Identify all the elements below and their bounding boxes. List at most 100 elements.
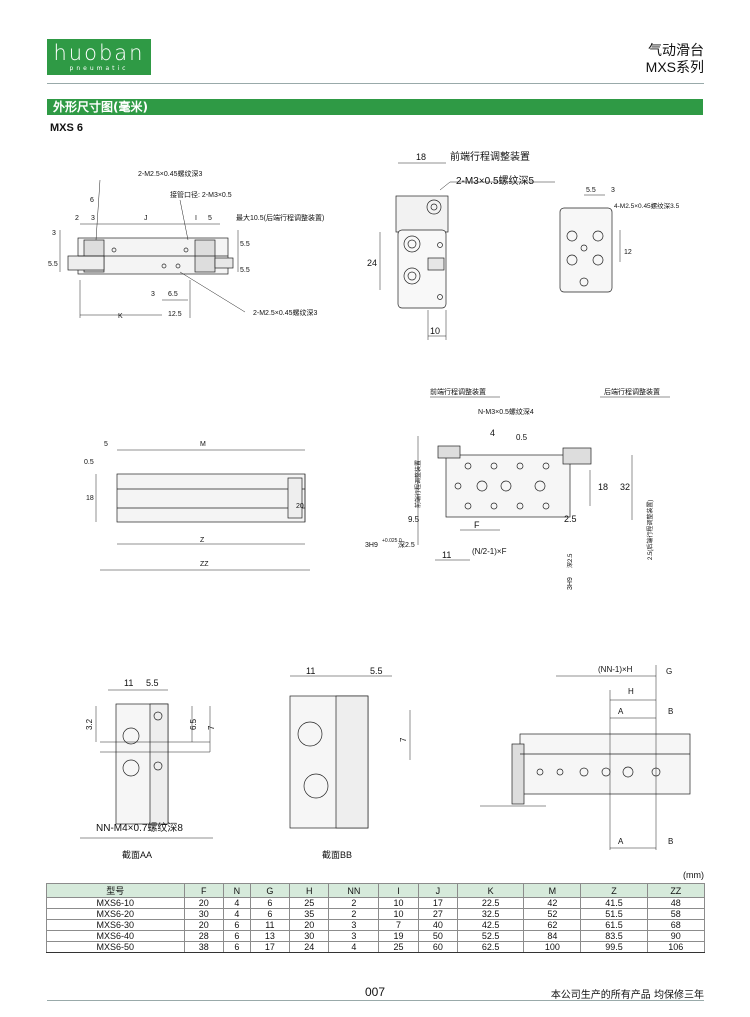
brand-tagline: pneumatic [69, 65, 129, 72]
dim-12: 12 [624, 249, 632, 256]
dim-aa-5-5: 5.5 [146, 678, 159, 688]
dim-a-bottom: A [618, 837, 624, 846]
dim-11: 11 [442, 550, 451, 560]
label-hole2-depth: 深2.5 [566, 553, 574, 568]
label-maxadj: 最大10.5(后端行程调整装置) [236, 213, 324, 222]
col-zz: ZZ [646, 883, 706, 898]
label-hole2: 3H9 [567, 577, 574, 590]
dim-aa-3-2: 3.2 [85, 718, 94, 730]
dim-m: M [200, 441, 206, 448]
dim-bb-11: 11 [306, 666, 315, 676]
table-cell: 2 [328, 908, 380, 920]
table-cell: 32.5 [457, 908, 525, 920]
table-cell: 48 [646, 897, 706, 909]
table-cell: 61.5 [580, 919, 648, 931]
header-divider [47, 83, 704, 84]
model-label: MXS 6 [50, 122, 84, 134]
table-cell: MXS6-20 [46, 908, 185, 920]
dim-z: Z [200, 537, 205, 544]
col-j: J [417, 883, 459, 898]
rear-end-view [559, 194, 621, 293]
table-cell: 42 [523, 897, 582, 909]
dim-5-5-top: 5.5 [586, 187, 596, 194]
dim-3-left: 3 [52, 230, 56, 237]
table-cell: 2 [328, 897, 380, 909]
col-f: F [183, 883, 224, 898]
table-cell: 58 [646, 908, 706, 920]
dim-b-bottom: B [668, 837, 673, 846]
section-title: 外形尺寸图(毫米) [47, 99, 703, 115]
table-cell: 38 [183, 941, 224, 953]
label-m25b: 2-M2.5×0.45螺纹深3 [253, 308, 317, 317]
table-cell: 27 [417, 908, 459, 920]
section-aa-view [80, 689, 213, 839]
label-nm3: N-M3×0.5螺纹深4 [478, 407, 534, 416]
table-cell: 62 [523, 919, 582, 931]
table-cell: 25 [378, 941, 419, 953]
label-rear-adj: 后端行程调整装置 [604, 387, 660, 396]
dim-g: G [666, 667, 672, 676]
table-cell: 13 [249, 930, 291, 942]
table-cell: 52.5 [457, 930, 525, 942]
table-cell: 24 [289, 941, 330, 953]
page-number: 007 [364, 985, 386, 999]
table-cell: 62.5 [457, 941, 525, 953]
section-bb-view [289, 675, 411, 829]
table-cell: 3 [328, 919, 380, 931]
dim-5-top: 5 [104, 441, 108, 448]
label-nn-m4: NN-M4×0.7螺纹深8 [96, 821, 183, 834]
dim-j: J [144, 215, 148, 222]
label-front-adj: 前端行程调整装置 [430, 387, 486, 396]
table-cell: 17 [417, 897, 459, 909]
table-cell: 11 [249, 919, 291, 931]
side-view [59, 179, 246, 318]
label-section-aa: 截面AA [122, 849, 152, 860]
table-cell: 84 [523, 930, 582, 942]
dim-k: K [118, 313, 123, 320]
dim-i: I [195, 215, 197, 222]
table-cell: 6 [222, 919, 251, 931]
table-cell: 30 [289, 930, 330, 942]
table-cell: 28 [183, 930, 224, 942]
label-m25: 2-M2.5×0.45螺纹深3 [138, 169, 202, 178]
table-cell: 20 [289, 919, 330, 931]
dim-bb-5-5: 5.5 [370, 666, 383, 676]
table-cell: 4 [222, 908, 251, 920]
col-m: M [523, 883, 582, 898]
dim-h: H [628, 687, 634, 696]
table-cell: 19 [378, 930, 419, 942]
table-cell: 30 [183, 908, 224, 920]
table-cell: 51.5 [580, 908, 648, 920]
table-cell: 6 [249, 908, 291, 920]
col-z: Z [580, 883, 648, 898]
table-cell: 10 [378, 897, 419, 909]
label-hole1: 3H9 [365, 542, 378, 549]
col-nn: NN [328, 883, 380, 898]
table-cell: 68 [646, 919, 706, 931]
dimension-drawings: 2-M2.5×0.45螺纹深3 接管口径: 2-M3×0.5 最大10.5(后端… [48, 150, 691, 860]
dim-6: 6 [90, 197, 94, 204]
brand-logo: huoban pneumatic [47, 39, 151, 75]
label-front-adj-vertical: 前端行程调整装置 [414, 460, 422, 508]
label-pipe: 接管口径: 2-M3×0.5 [170, 190, 232, 199]
table-cell: 52 [523, 908, 582, 920]
table-cell: MXS6-40 [46, 930, 185, 942]
product-title: 气动滑台 [648, 43, 704, 59]
label-front-adj-top: 前端行程调整装置 [450, 150, 530, 163]
dim-6-5: 6.5 [168, 291, 178, 298]
table-cell: 6 [222, 941, 251, 953]
table-cell: 99.5 [580, 941, 648, 953]
side-detail-view [480, 665, 691, 850]
unit-label: (mm) [683, 870, 704, 880]
dim-2: 2 [75, 215, 79, 222]
dim-3: 3 [91, 215, 95, 222]
table-cell: 20 [183, 897, 224, 909]
col-n: N [222, 883, 251, 898]
label-hole1-tol: +0.025 0 [382, 538, 402, 544]
dim-5-5-left: 5.5 [48, 261, 58, 268]
table-cell: 35 [289, 908, 330, 920]
table-header-row: 型号 F N G H NN I J K M Z ZZ [46, 883, 706, 898]
dim-18-left: 18 [86, 495, 94, 502]
